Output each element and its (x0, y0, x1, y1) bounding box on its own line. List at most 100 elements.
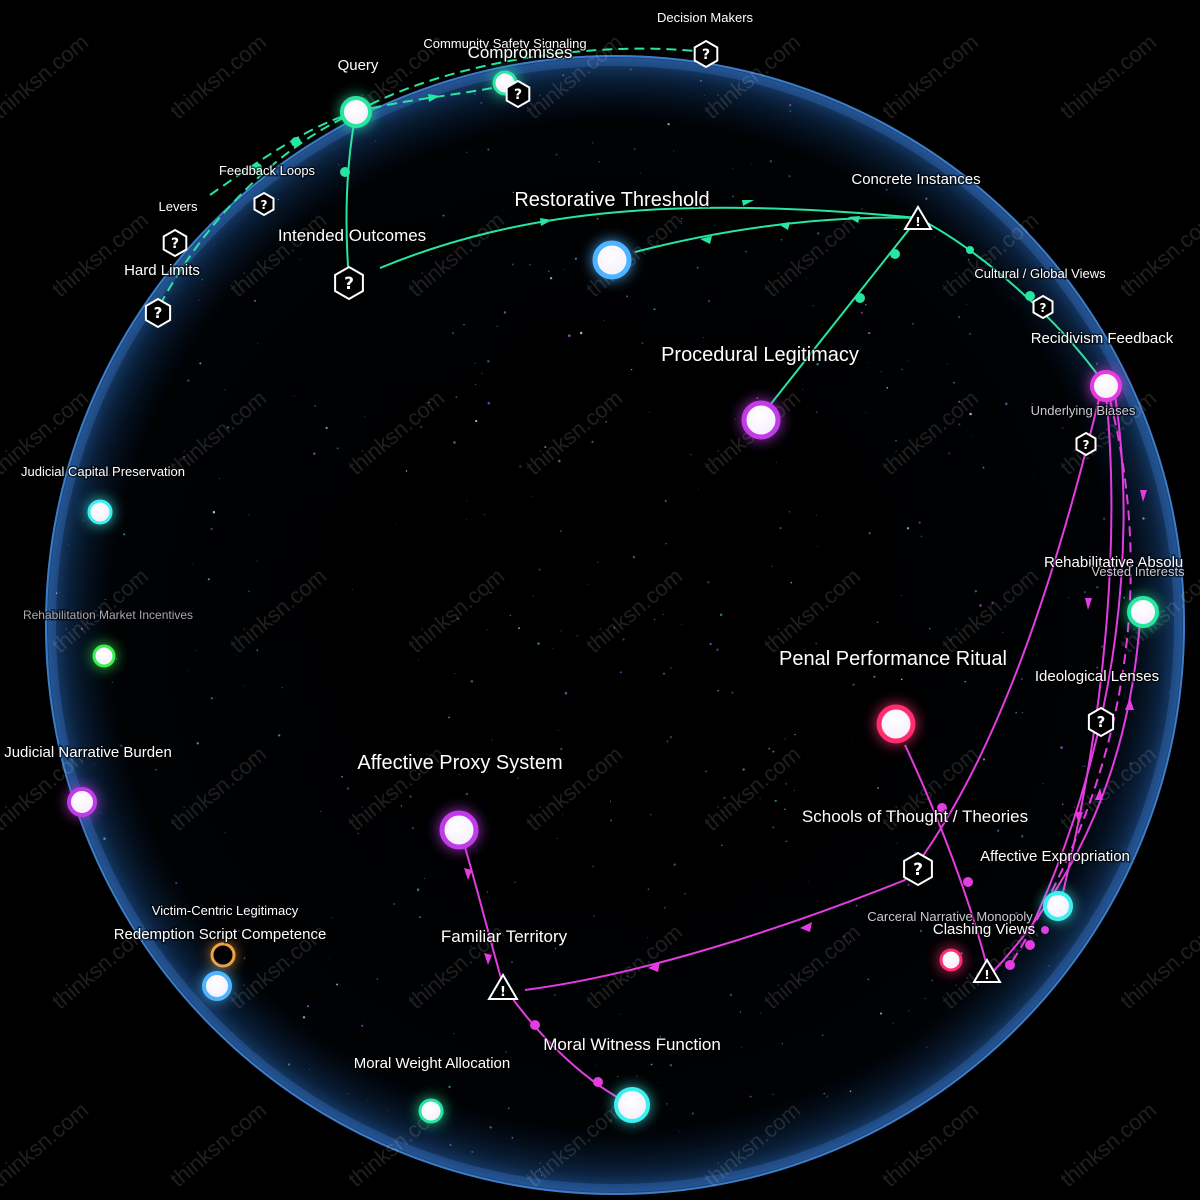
question-hexagon-icon[interactable]: ? (253, 191, 275, 217)
star-dot (745, 250, 747, 253)
star-dot (951, 1062, 953, 1064)
star-dot (641, 341, 644, 345)
node-penal-performance-ritual[interactable] (876, 704, 916, 744)
star-dot (93, 763, 95, 765)
star-dot (55, 592, 58, 594)
star-dot (855, 904, 858, 907)
node-judicial-narrative-burden[interactable] (67, 787, 97, 817)
question-hexagon-icon[interactable]: ? (144, 297, 172, 329)
star-dot (1087, 457, 1089, 459)
star-dot (612, 979, 615, 981)
node-procedural-legitimacy[interactable] (741, 400, 781, 440)
node-carceral-narrative-monopoly[interactable] (939, 948, 963, 972)
star-dot (864, 303, 867, 306)
star-dot (361, 1024, 364, 1027)
question-hexagon-icon[interactable]: ? (903, 851, 933, 887)
star-dot (442, 214, 445, 217)
star-dot (175, 881, 178, 885)
star-dot (518, 627, 520, 630)
star-dot (448, 716, 451, 719)
star-dot (678, 1130, 681, 1132)
star-dot (574, 257, 578, 260)
question-hexagon-icon[interactable]: ? (1087, 706, 1115, 738)
svg-text:?: ? (1083, 438, 1090, 452)
star-dot (691, 1112, 694, 1115)
star-dot (387, 1109, 389, 1111)
node-affective-proxy-system[interactable] (439, 810, 479, 850)
star-dot (964, 680, 967, 683)
star-dot (395, 523, 397, 525)
star-dot (243, 685, 245, 687)
star-dot (734, 418, 736, 420)
node-judicial-capital-preservation[interactable] (87, 499, 113, 525)
star-dot (629, 68, 632, 71)
star-dot (768, 747, 771, 750)
star-dot (328, 957, 330, 959)
star-dot (453, 441, 456, 444)
star-dot (632, 556, 635, 559)
question-hexagon-icon[interactable]: ? (693, 39, 719, 69)
star-dot (929, 627, 931, 630)
star-dot (256, 560, 258, 562)
star-dot (559, 530, 562, 533)
star-field (55, 68, 1170, 1176)
star-dot (649, 239, 652, 242)
star-dot (426, 753, 428, 756)
star-dot (707, 581, 710, 584)
star-dot (926, 1046, 928, 1048)
star-dot (958, 423, 961, 426)
node-rehabilitation-market-incentives[interactable] (92, 644, 116, 668)
star-dot (966, 976, 969, 980)
svg-text:!: ! (984, 968, 989, 982)
star-dot (552, 648, 554, 649)
star-dot (852, 683, 855, 686)
warning-markers: ! ! ! (487, 205, 1002, 1000)
node-victim-centric-legitimacy[interactable] (210, 942, 236, 968)
star-dot (564, 692, 568, 695)
star-dot (597, 561, 599, 564)
star-dot (739, 1011, 742, 1013)
star-dot (302, 1016, 306, 1019)
warning-triangle-icon[interactable]: ! (487, 973, 519, 1000)
star-dot (788, 104, 792, 107)
star-dot (592, 865, 595, 868)
star-dot (817, 545, 819, 547)
question-hexagon-icon[interactable]: ? (505, 79, 531, 109)
star-dot (547, 270, 550, 273)
question-hexagon-icon[interactable]: ? (1032, 294, 1054, 320)
star-dot (418, 659, 419, 661)
star-dot (1015, 711, 1018, 714)
star-dot (306, 1005, 310, 1008)
star-dot (705, 770, 707, 773)
node-restorative-threshold[interactable] (592, 240, 632, 280)
star-dot (626, 975, 629, 977)
node-query[interactable] (340, 96, 372, 128)
node-redemption-script-competence[interactable] (202, 971, 232, 1001)
node-rehabilitative-absolu[interactable] (1127, 596, 1159, 628)
star-dot (635, 1075, 638, 1078)
star-dot (405, 470, 408, 472)
node-recidivism-feedback[interactable] (1090, 370, 1122, 402)
star-dot (400, 805, 403, 807)
star-dot (278, 734, 281, 737)
question-hexagon-icon[interactable]: ? (1075, 431, 1097, 457)
warning-triangle-icon[interactable]: ! (903, 205, 933, 230)
star-dot (465, 792, 469, 796)
star-dot (665, 542, 667, 545)
question-hexagon-icon[interactable]: ? (334, 265, 364, 301)
svg-text:!: ! (500, 985, 506, 1000)
node-affective-expropriation[interactable] (1043, 891, 1073, 921)
star-dot (454, 673, 456, 675)
star-dot (141, 472, 144, 476)
warning-triangle-icon[interactable]: ! (972, 958, 1002, 983)
star-dot (487, 401, 491, 405)
node-moral-witness-function[interactable] (614, 1087, 650, 1123)
star-dot (650, 813, 652, 816)
question-hexagon-icon[interactable]: ? (162, 228, 188, 258)
star-dot (751, 164, 753, 165)
node-moral-weight-allocation[interactable] (418, 1098, 444, 1124)
star-dot (411, 827, 415, 830)
star-dot (639, 172, 641, 174)
star-dot (613, 626, 616, 629)
star-dot (555, 153, 558, 156)
